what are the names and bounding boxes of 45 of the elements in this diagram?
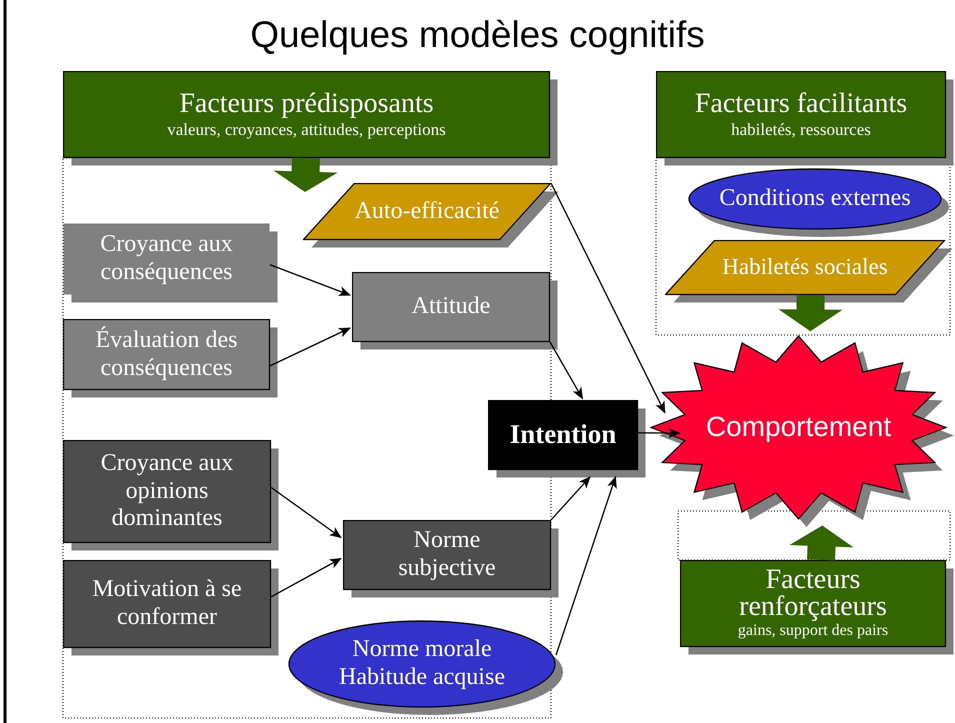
node-subtitle: valeurs, croyances, attitudes, perceptions [167,120,446,141]
block-arrow [778,294,842,332]
node-subtitle: habiletés, ressources [731,120,871,141]
ellipse-node [688,168,950,238]
arrow [550,476,591,520]
node-label: Comportement [706,411,892,444]
process-box [63,319,278,398]
process-box [488,400,646,478]
block-arrow [274,158,338,192]
arrow [549,342,584,400]
process-box [63,71,558,166]
arrow [270,264,351,296]
node-label: Croyance aux conséquences [99,231,234,287]
process-box [63,223,278,303]
title: Quelques modèles cognitifs [249,14,706,56]
node-label: Facteurs renforçateurs [738,567,888,620]
node-label: Norme subjective [397,527,497,583]
node-label: Conditions externes [719,185,911,213]
node-label: Évaluation des conséquences [94,326,238,382]
block-arrow [790,526,854,560]
arrow [270,327,351,366]
node-label: Auto-efficacité [354,198,500,226]
process-box [63,440,279,551]
process-box [656,71,954,166]
node-label: Habiletés sociales [722,254,888,281]
process-box [63,560,279,656]
node-label: Intention [510,419,616,451]
starburst-node [650,335,955,528]
ellipse-node [288,620,564,716]
parallelogram-box [303,183,559,248]
arrow [555,476,617,656]
process-box [352,272,558,350]
node-label: Croyance aux opinions dominantes [100,450,234,533]
process-box [680,560,954,655]
node-label: Attitude [412,293,490,321]
node-label: Facteurs facilitants [694,88,908,120]
node-label: Norme morale Habitude acquise [338,636,506,692]
arrow [270,486,342,538]
parallelogram-box [665,240,953,303]
process-box [343,520,559,598]
arrow [270,558,342,598]
node-label: Facteurs prédisposants [179,88,434,120]
node-subtitle: gains, support des pairs [738,621,888,640]
node-label: Motivation à se conformer [91,576,243,632]
arrow [550,182,666,414]
